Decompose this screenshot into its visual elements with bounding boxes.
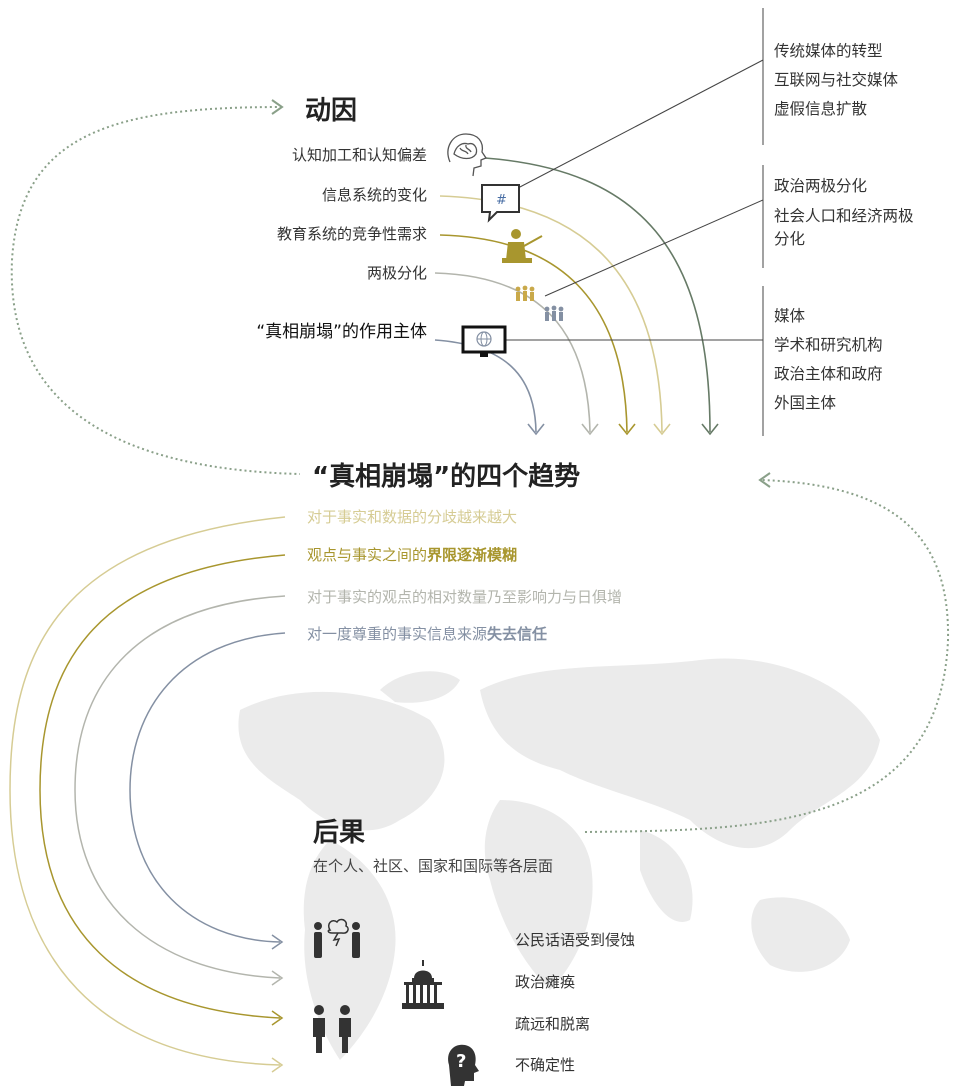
cycle-arrow-left — [10, 106, 301, 475]
trend-item-2: 观点与事实之间的界限逐渐模糊 — [307, 546, 518, 564]
arrowhead-consequence-4 — [271, 1057, 284, 1073]
trend-item-4: 对一度尊重的事实信息来源失去信任 — [307, 625, 548, 643]
consequence-label-alienation: 疏远和脱离 — [515, 1015, 591, 1033]
brain-head-icon — [447, 133, 487, 177]
info-group-list: 传统媒体的转型 互联网与社交媒体 虚假信息扩散 — [774, 37, 898, 124]
arrowhead-education — [618, 423, 636, 436]
trend-arc-3 — [74, 595, 286, 979]
trends-title: “真相崩塌”的四个趋势 — [312, 462, 581, 492]
svg-text:?: ? — [456, 1051, 466, 1072]
polarized-groups-icon — [515, 285, 564, 321]
arguing-people-icon — [314, 918, 360, 958]
question-head-icon: ? — [448, 1044, 479, 1086]
flow-curve-polarization — [434, 272, 591, 433]
polarization-group-list: 政治两极分化 社会人口和经济两极 分化 — [774, 172, 914, 251]
arrowhead-consequence-3 — [271, 1010, 284, 1026]
monitor-globe-icon — [461, 325, 507, 357]
agent-item: 政治主体和政府 — [774, 365, 883, 383]
polarization-item: 政治两极分化 — [774, 177, 868, 195]
arrowhead-consequence-2 — [271, 970, 284, 986]
cycle-arrows — [10, 106, 950, 833]
drivers-title: 动因 — [305, 96, 358, 126]
connector-polarization — [544, 199, 764, 297]
flow-curve-information — [439, 195, 663, 433]
trend-item-1: 对于事实和数据的分歧越来越大 — [307, 508, 518, 526]
arrowhead-polarization — [581, 423, 599, 436]
consequence-label-uncertainty: 不确定性 — [515, 1056, 576, 1074]
consequence-label-discourse: 公民话语受到侵蚀 — [515, 931, 636, 949]
info-item: 传统媒体的转型 — [774, 42, 883, 60]
flow-curve-agents — [434, 339, 537, 433]
trend-arc-1 — [9, 516, 286, 1066]
agent-item: 学术和研究机构 — [774, 336, 883, 354]
consequence-label-paralysis: 政治瘫痪 — [515, 973, 576, 991]
info-item: 互联网与社交媒体 — [774, 71, 899, 89]
arrowhead-consequence-1 — [271, 934, 284, 950]
teacher-icon — [502, 229, 543, 263]
driver-label-information: 信息系统的变化 — [321, 186, 427, 204]
consequences-subtitle: 在个人、社区、国家和国际等各层面 — [313, 857, 554, 875]
info-item: 虚假信息扩散 — [774, 100, 868, 118]
flow-curve-education — [439, 234, 628, 433]
world-map-background — [238, 658, 880, 1060]
driver-label-agents: “真相崩塌”的作用主体 — [256, 322, 427, 342]
driver-label-cognitive: 认知加工和认知偏差 — [291, 146, 427, 164]
consequences-title: 后果 — [313, 818, 366, 848]
trend-arc-4 — [129, 632, 286, 943]
agents-group-list: 媒体 学术和研究机构 政治主体和政府 外国主体 — [774, 302, 883, 418]
trend-item-3: 对于事实的观点的相对数量乃至影响力与日俱增 — [307, 588, 623, 606]
driver-label-education: 教育系统的竞争性需求 — [276, 225, 427, 243]
arrowhead-information — [653, 423, 671, 436]
capitol-building-icon — [402, 960, 444, 1009]
polarization-item: 分化 — [774, 230, 806, 248]
arrowhead-cognitive — [701, 423, 719, 436]
driver-label-polarization: 两极分化 — [366, 264, 427, 282]
polarization-item: 社会人口和经济两极 — [774, 207, 914, 225]
cycle-arrowhead-right — [758, 472, 771, 488]
arrowhead-agents — [527, 423, 545, 436]
hashtag-speech-bubble-icon: # — [481, 184, 520, 223]
cycle-arrowhead-top — [271, 99, 284, 115]
agent-item: 媒体 — [774, 307, 806, 325]
svg-text:#: # — [496, 193, 507, 208]
agent-item: 外国主体 — [774, 394, 837, 412]
trend-arc-2 — [39, 554, 286, 1019]
flow-curve-cognitive — [484, 157, 711, 433]
separated-people-icon — [313, 1005, 351, 1053]
connector-info — [517, 59, 764, 189]
